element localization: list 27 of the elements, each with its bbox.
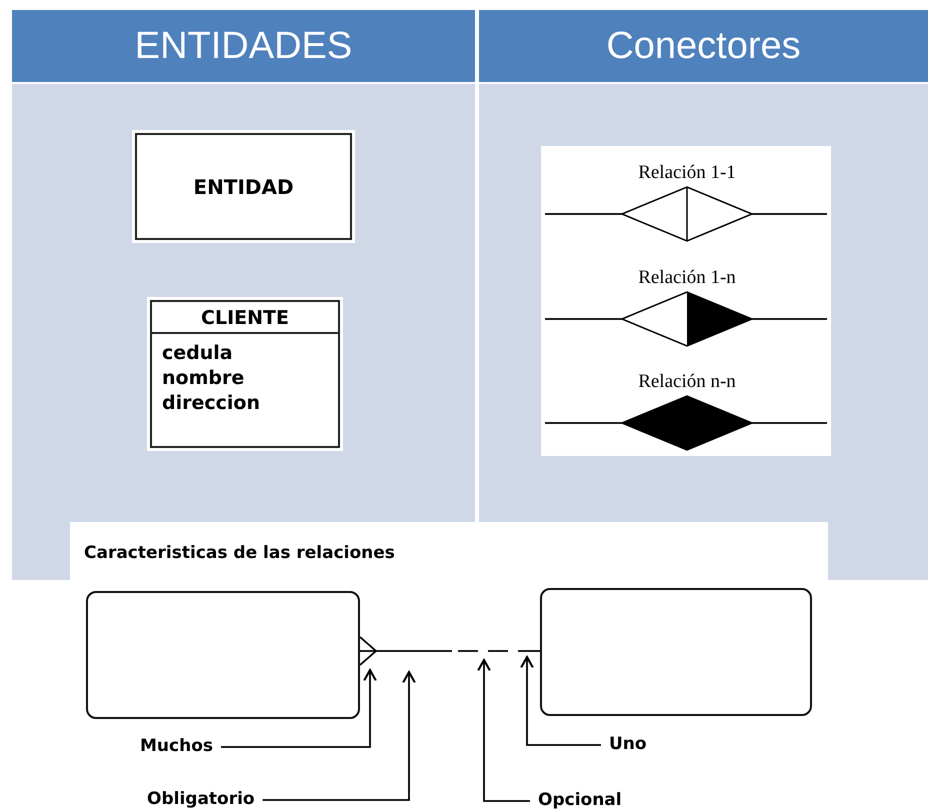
leader-line <box>262 670 416 801</box>
entity-table <box>150 300 340 448</box>
connector-line <box>545 422 622 424</box>
attribute-list: cedula nombre direccion <box>152 334 338 416</box>
connector-line <box>752 318 827 320</box>
column-header: Conectores <box>479 10 928 82</box>
table-title: CLIENTE <box>152 302 338 334</box>
connector-line <box>752 422 827 424</box>
callout-label: Opcional <box>538 789 622 811</box>
entity-box <box>540 588 812 716</box>
callout-label: Uno <box>609 733 647 755</box>
relation-label: Relación 1-1 <box>637 162 737 185</box>
relation-label: Relación n-n <box>637 371 737 394</box>
leader-line <box>221 668 377 748</box>
relationship-line <box>359 636 540 666</box>
connector-line <box>752 213 827 215</box>
entity-box: ENTIDAD <box>135 133 352 240</box>
callout-label: Muchos <box>140 735 213 757</box>
leader-line <box>520 656 601 746</box>
figure-title: Caracteristicas de las relaciones <box>84 543 396 565</box>
connector-line <box>545 318 622 320</box>
entity-box <box>86 591 360 719</box>
connector-line <box>545 213 622 215</box>
leader-line <box>477 658 530 802</box>
column-header: ENTIDADES <box>12 10 475 82</box>
callout-label: Obligatorio <box>147 788 255 810</box>
relation-label: Relación 1-n <box>637 267 737 290</box>
